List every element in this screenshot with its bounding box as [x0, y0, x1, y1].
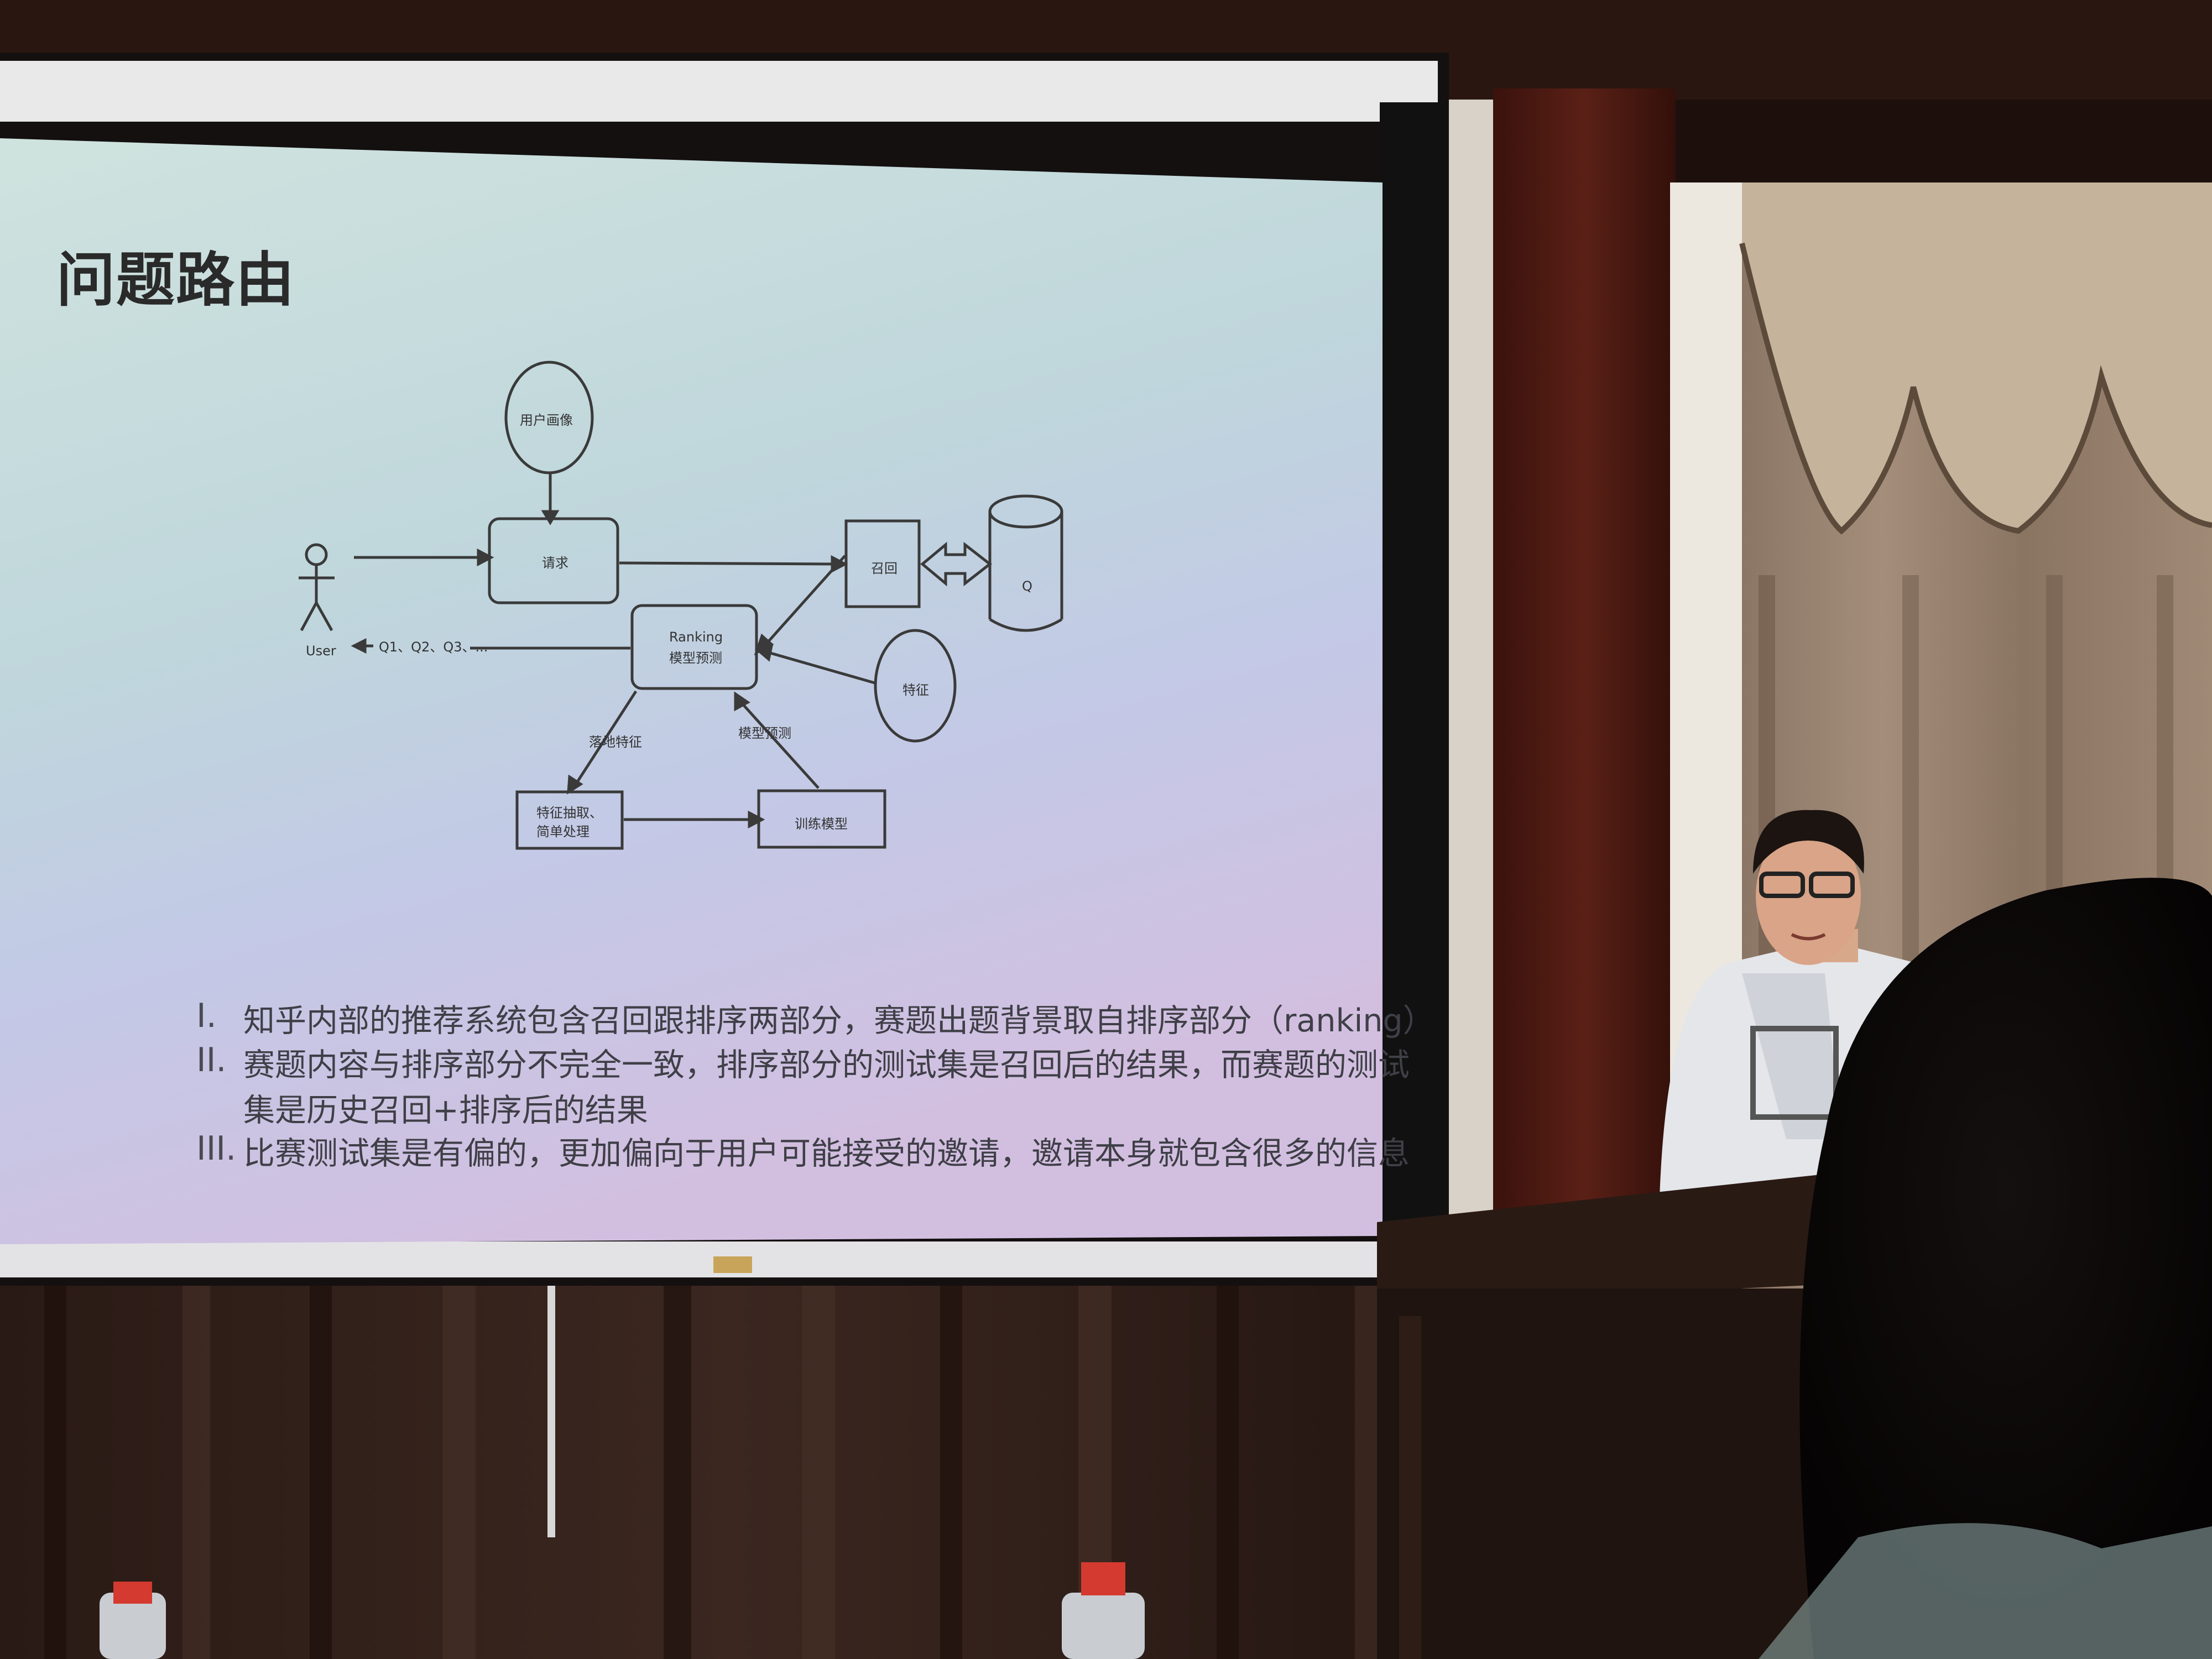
screen-bottom-border: [0, 1241, 1405, 1277]
water-bottle-right: [1062, 1562, 1145, 1659]
ranking-box: [630, 604, 758, 690]
lower-curtains: [0, 1261, 1465, 1659]
slide-surface: [0, 138, 1383, 1244]
preprocess-box: [515, 790, 624, 850]
user-figure: [299, 543, 335, 632]
audience-shoulder: [1759, 1523, 2212, 1659]
recall-box: [844, 519, 921, 608]
screen-top-border: [0, 61, 1438, 122]
audience-head: [1799, 878, 2212, 1659]
db-cylinder: [988, 494, 1063, 632]
water-bottle-left: [100, 1582, 166, 1659]
podium: [1377, 1172, 1858, 1659]
screen-bottom-latch: [713, 1256, 752, 1273]
wood-pillar: [1493, 88, 1676, 1360]
flow-diagram: [299, 361, 1063, 850]
feature-circle: [874, 629, 957, 743]
screen-right-border: [1380, 102, 1443, 1266]
train-box: [757, 789, 886, 849]
request-box: [488, 517, 619, 604]
